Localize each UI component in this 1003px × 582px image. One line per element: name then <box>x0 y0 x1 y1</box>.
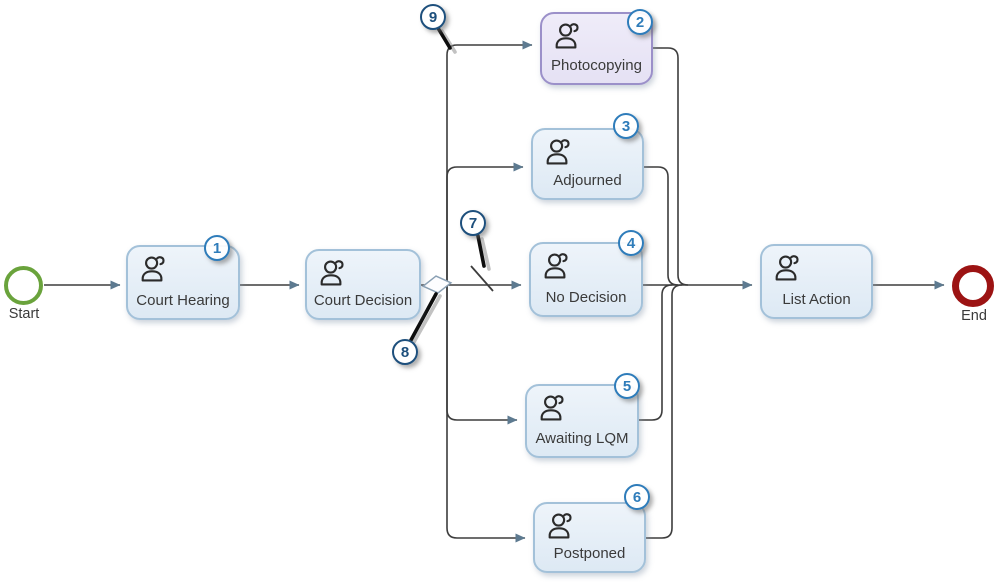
callout-7-shadow <box>480 237 491 271</box>
task-label: Adjourned <box>553 172 622 189</box>
start-event[interactable] <box>4 266 43 305</box>
badge-7[interactable]: 7 <box>460 210 486 236</box>
flow-branch-to-adjourned <box>446 162 524 285</box>
task-label: No Decision <box>545 289 627 306</box>
start-event-label: Start <box>8 306 40 322</box>
flow-adjourned-to-merge <box>644 166 679 286</box>
task-label: Awaiting LQM <box>535 430 629 447</box>
callout-7-line <box>476 234 486 268</box>
flow-branch-to-awaiting-lqm <box>446 285 518 425</box>
flow-photocopying-to-merge <box>653 47 689 286</box>
user-icon <box>544 253 568 279</box>
task-postponed[interactable]: Postponed <box>533 502 646 573</box>
user-icon <box>540 395 564 421</box>
callout-8-line <box>409 292 438 342</box>
task-adjourned[interactable]: Adjourned <box>531 128 644 200</box>
badge-1[interactable]: 1 <box>204 235 230 261</box>
badge-4[interactable]: 4 <box>618 230 644 256</box>
callout-pointer-lines <box>409 26 491 344</box>
badge-3[interactable]: 3 <box>613 113 639 139</box>
end-event-label: End <box>961 308 987 324</box>
badge-5[interactable]: 5 <box>614 373 640 399</box>
task-label: Photocopying <box>551 57 642 74</box>
task-label: Court Decision <box>313 292 413 309</box>
sequence-flows <box>44 40 945 543</box>
user-icon <box>141 256 165 282</box>
task-label: Court Hearing <box>136 292 230 309</box>
default-flow-slash-icon <box>470 265 494 292</box>
user-icon <box>546 139 570 165</box>
callout-9-shadow <box>440 29 457 54</box>
callout-9-line <box>436 26 452 50</box>
flow-branch-to-postponed <box>446 285 526 543</box>
badge-8[interactable]: 8 <box>392 339 418 365</box>
user-icon <box>548 513 572 539</box>
task-label: Postponed <box>553 545 626 562</box>
badge-2[interactable]: 2 <box>627 9 653 35</box>
gateway-diamond-icon <box>421 275 453 294</box>
callout-8-shadow <box>412 294 442 344</box>
task-no-decision[interactable]: No Decision <box>529 242 643 317</box>
badge-9[interactable]: 9 <box>420 4 446 30</box>
flow-postponed-to-merge <box>646 284 683 539</box>
user-icon <box>775 255 799 281</box>
flow-branch-to-photocopying <box>446 40 533 285</box>
task-label: List Action <box>782 291 851 308</box>
user-icon <box>555 23 579 49</box>
task-court-decision[interactable]: Court Decision <box>305 249 421 320</box>
task-list-action[interactable]: List Action <box>760 244 873 319</box>
flow-awaiting-lqm-to-merge <box>639 284 673 421</box>
badge-6[interactable]: 6 <box>624 484 650 510</box>
task-awaiting-lqm[interactable]: Awaiting LQM <box>525 384 639 458</box>
end-event[interactable] <box>952 265 994 307</box>
user-icon <box>320 260 344 286</box>
